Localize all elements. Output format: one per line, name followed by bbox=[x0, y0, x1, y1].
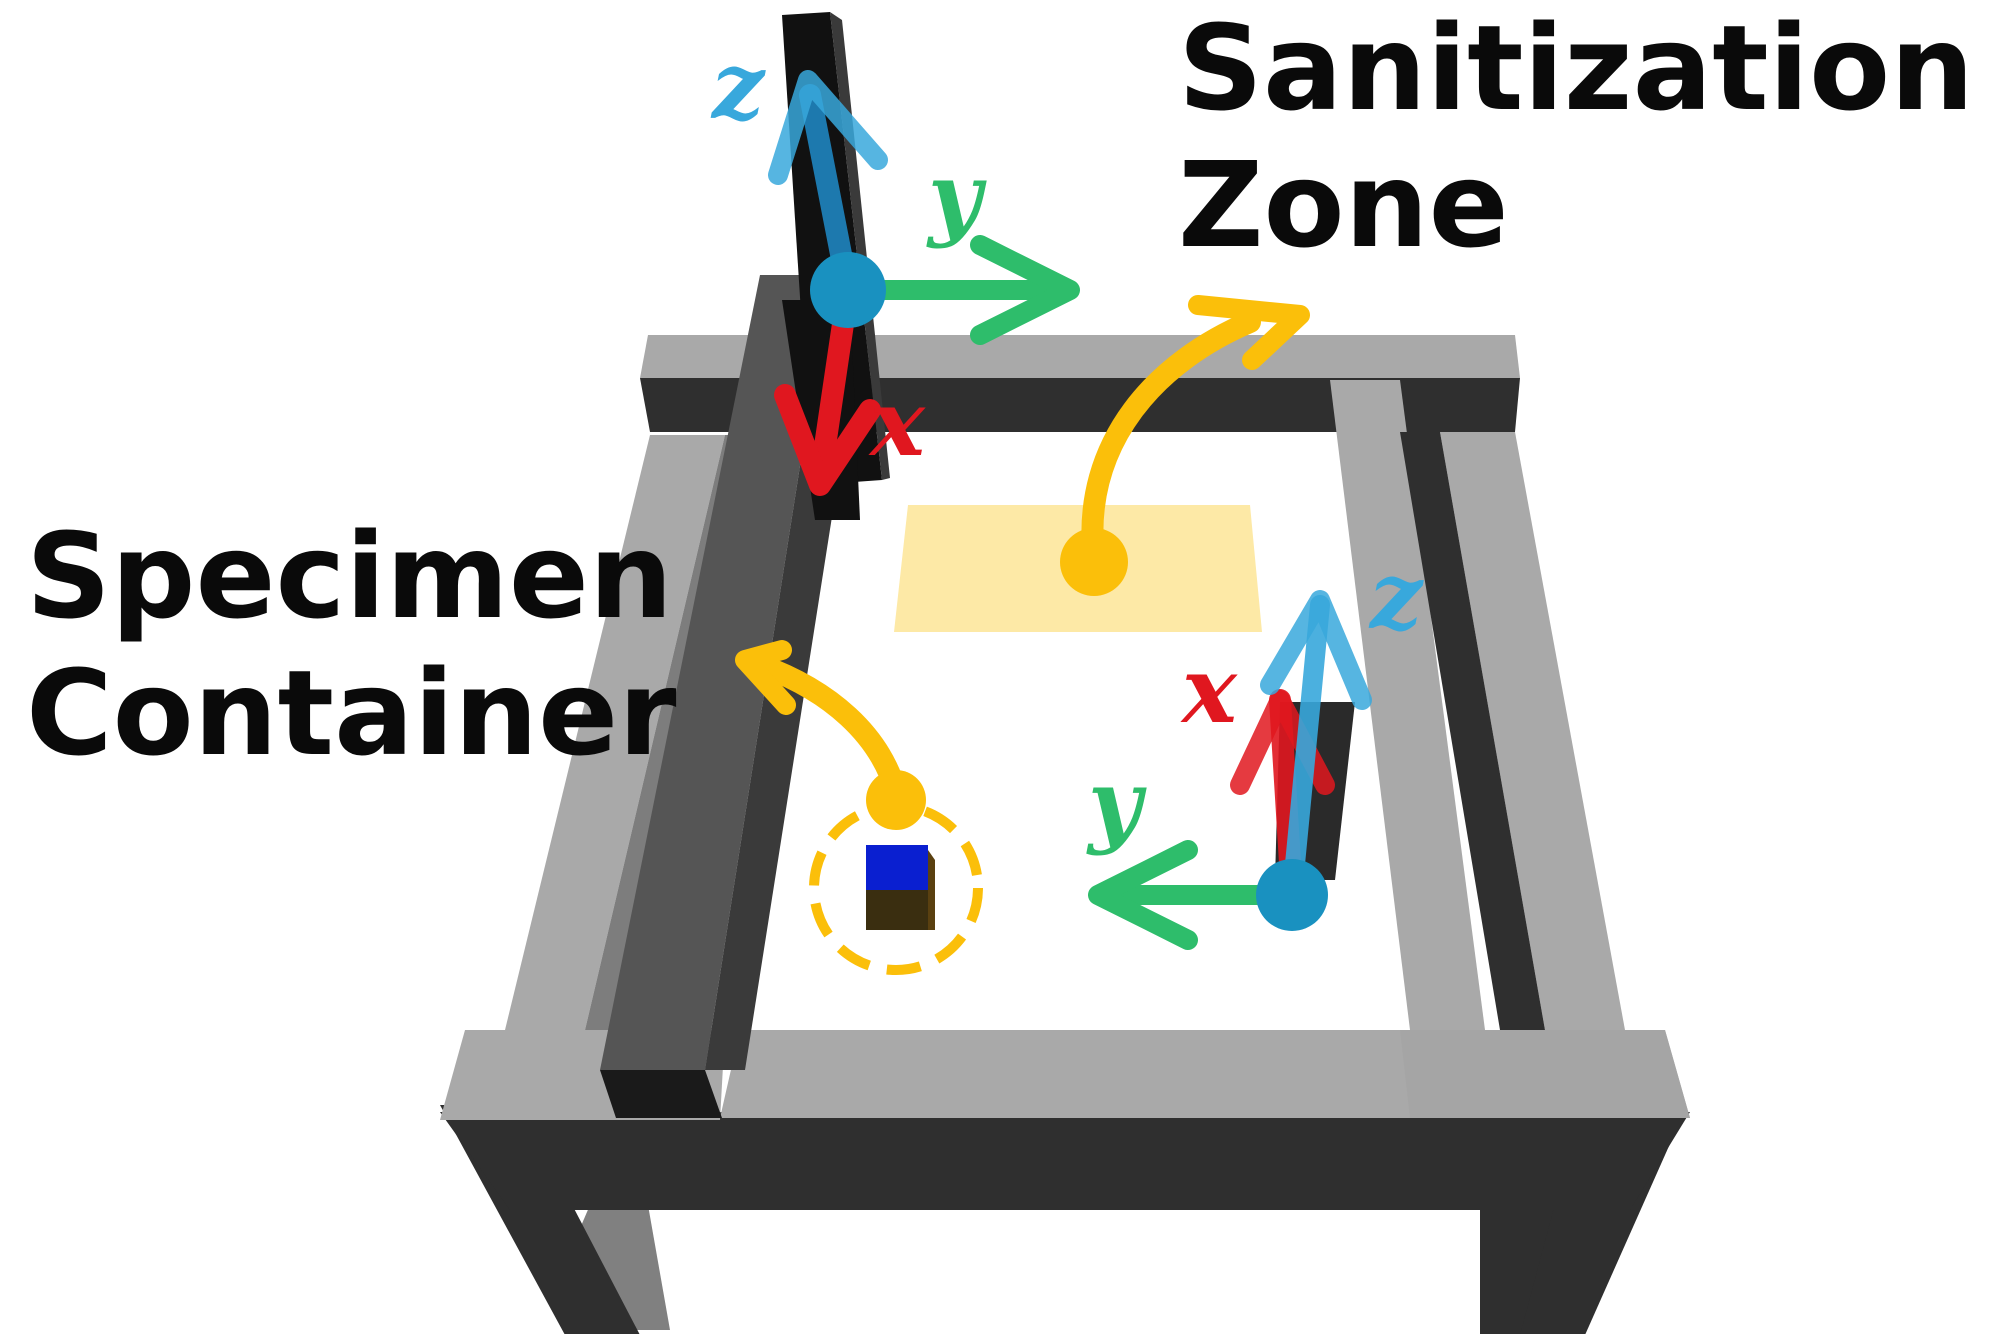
left-beam bbox=[505, 435, 725, 1030]
left-arm-joint bbox=[810, 252, 886, 328]
left-z-arrowhead bbox=[768, 70, 888, 185]
specimen-container-label-line2: Container bbox=[26, 643, 677, 782]
right-y-label: y bbox=[1086, 749, 1147, 857]
specimen-container-label-line1: Specimen bbox=[26, 507, 673, 645]
flow-arrow-to-specimen bbox=[735, 640, 926, 830]
left-z-label: z bbox=[710, 32, 766, 140]
right-x-label: x bbox=[1180, 636, 1238, 744]
sanitization-zone-label-line2: Zone bbox=[1178, 135, 1509, 274]
left-arm-axes bbox=[768, 70, 1080, 496]
right-y-arrowhead bbox=[1088, 840, 1198, 950]
flow-arrow-to-sanitization bbox=[1060, 295, 1310, 596]
frame bbox=[440, 335, 1690, 1334]
left-y-label: y bbox=[926, 142, 987, 250]
specimen-container-label: Specimen Container bbox=[26, 508, 676, 782]
sanitization-source-dot bbox=[1060, 528, 1128, 596]
right-beam-gap bbox=[1400, 432, 1545, 1030]
specimen-source-dot bbox=[866, 770, 926, 830]
front-beam-dark bbox=[440, 1112, 1690, 1210]
right-z-label: z bbox=[1368, 542, 1424, 650]
right-arm-joint bbox=[1256, 859, 1328, 931]
left-x-arrowhead bbox=[774, 384, 881, 496]
right-z-axis bbox=[1282, 595, 1330, 905]
specimen-cube-side bbox=[928, 850, 935, 930]
right-beam-outer bbox=[1440, 432, 1625, 1030]
front-beam-top-right bbox=[1400, 1030, 1690, 1118]
right-arm-axes bbox=[1088, 590, 1372, 950]
right-z-arrowhead bbox=[1260, 590, 1372, 710]
right-beam-inner bbox=[1330, 380, 1485, 1030]
sanitization-zone-label-line1: Sanitization bbox=[1178, 0, 1975, 137]
specimen-cube-top bbox=[866, 845, 928, 890]
left-y-arrowhead bbox=[970, 235, 1080, 345]
sanitization-zone-label: Sanitization Zone bbox=[1178, 0, 1974, 274]
left-x-label: x bbox=[868, 369, 926, 477]
specimen-cube-front bbox=[866, 890, 928, 930]
